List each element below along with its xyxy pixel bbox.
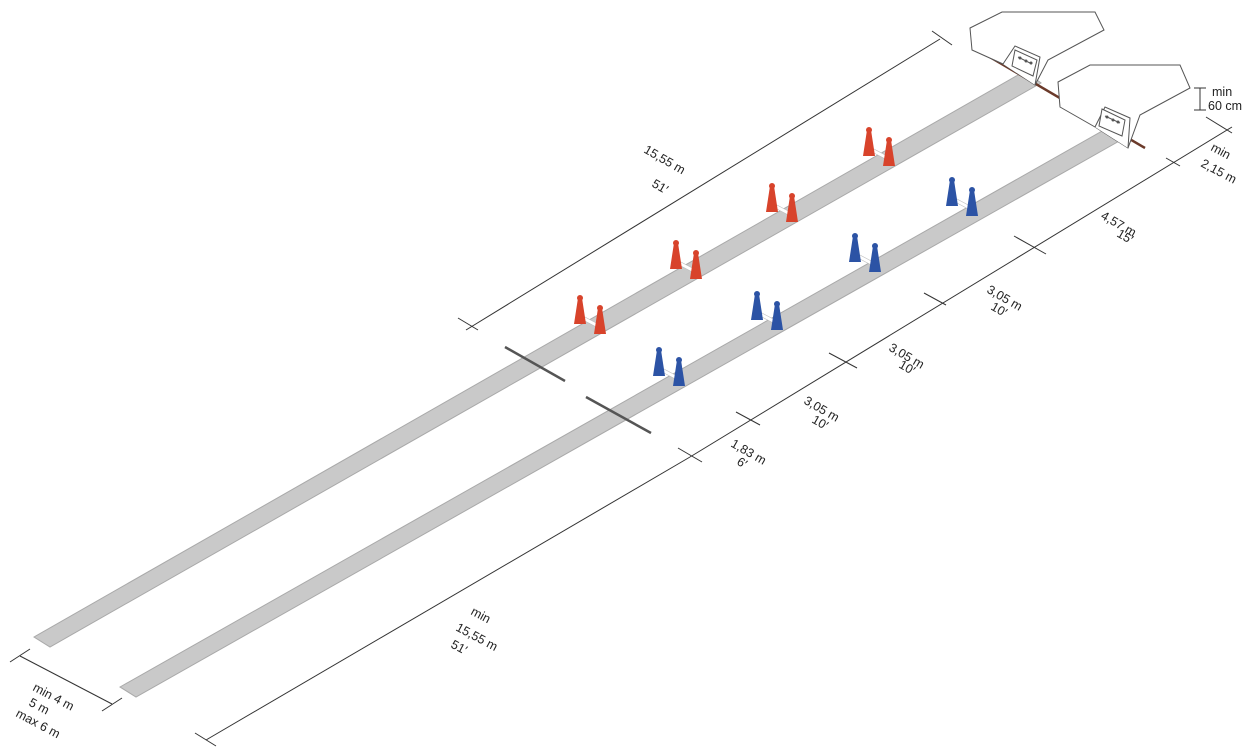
start-line-lane-2 — [585, 395, 652, 435]
dim-tick-seg-d — [923, 292, 947, 306]
dim-line-total-top — [465, 38, 941, 331]
dim-tick-seg-g — [677, 447, 703, 463]
dim-tick-seg-f — [735, 411, 761, 426]
dim-tick-seg-a — [1205, 116, 1233, 134]
red-hurdle-2 — [670, 240, 702, 279]
dim-tick-seg-b — [1165, 157, 1181, 167]
dim-line-runback — [205, 456, 691, 741]
label-total-top-imperial: 51′ — [650, 176, 672, 197]
dimension-lines — [9, 30, 1233, 747]
red-hurdle-3 — [766, 183, 798, 222]
dim-line-segments — [689, 126, 1233, 458]
dim-tick-lane-width-2 — [101, 697, 123, 712]
label-box-height-min: min — [1212, 85, 1232, 99]
hurdles — [574, 127, 978, 386]
blue-hurdle-3 — [849, 233, 881, 272]
blue-hurdle-1 — [653, 347, 685, 386]
blue-hurdle-2 — [751, 291, 783, 330]
label-seg5-value: 1,83 m — [729, 436, 769, 467]
red-hurdle-1 — [574, 295, 606, 334]
dim-tick-seg-c — [1013, 235, 1047, 255]
blue-hurdle-4 — [946, 177, 978, 216]
label-box-width-min: min — [1209, 140, 1233, 162]
dim-tick-runback — [194, 732, 217, 747]
dim-tick-total-top-1 — [457, 317, 479, 331]
label-total-top-value: 15,55 m — [642, 142, 688, 177]
dim-tick-lane-width-1 — [9, 648, 31, 663]
dim-tick-total-top-2 — [931, 30, 953, 46]
dim-tick-seg-e — [828, 352, 858, 369]
label-seg5-imperial: 6′ — [735, 454, 751, 471]
label-runback-min: min — [469, 604, 493, 626]
dim-line-lane-width — [19, 655, 113, 705]
label-box-height-value: 60 cm — [1208, 99, 1242, 113]
start-line-lane-1 — [504, 345, 566, 383]
label-box-width-value: 2,15 m — [1199, 156, 1239, 186]
label-runback-imperial: 51′ — [449, 637, 470, 657]
flyball-box-2 — [1057, 64, 1191, 149]
flyball-box-1 — [969, 11, 1105, 86]
red-hurdle-4 — [863, 127, 895, 166]
box-1-launcher — [1011, 49, 1038, 77]
